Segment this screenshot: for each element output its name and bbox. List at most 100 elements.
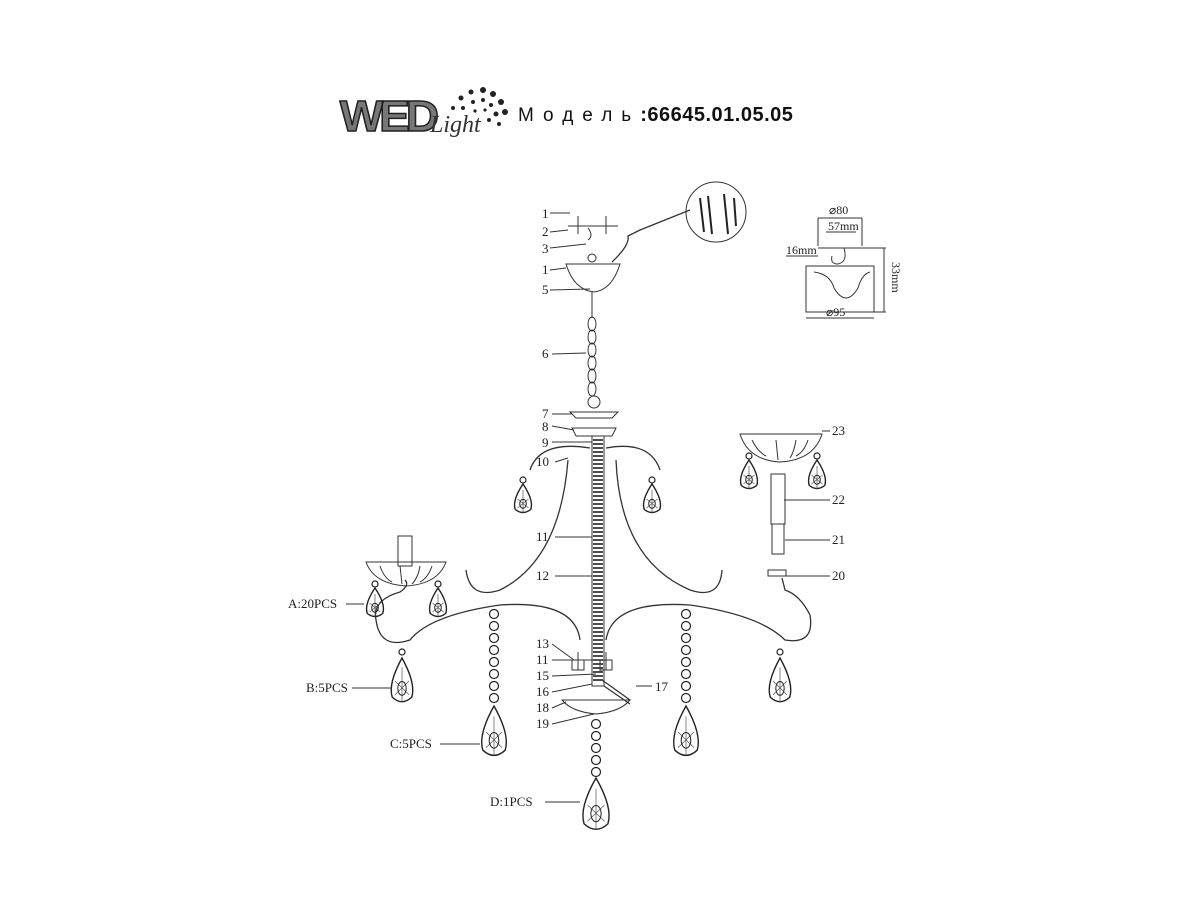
ceiling-mount: [565, 181, 747, 293]
crystal-center: [519, 498, 527, 509]
crystal-bead: [488, 668, 500, 680]
crystal-bead: [488, 632, 500, 644]
part-label-14: 11: [536, 652, 549, 667]
part-label-16: 16: [536, 684, 550, 699]
candle-assembly-right: [739, 430, 830, 577]
crystal-pendant: [673, 704, 699, 757]
crystal-pendant: [428, 586, 448, 618]
crystal-center: [590, 805, 602, 823]
model-number: :66645.01.05.05: [640, 104, 794, 126]
crystal-facets: [432, 594, 444, 617]
crystal-center: [397, 680, 407, 696]
crystal-center: [648, 498, 656, 509]
logo-wed: WED: [339, 91, 440, 142]
crystal-bead: [680, 656, 692, 668]
part-label-12: 12: [536, 568, 549, 583]
part-label-7: 7: [542, 406, 549, 421]
crystal-bead: [398, 648, 406, 656]
chain-link: [587, 355, 597, 371]
crystal-bead: [488, 620, 500, 632]
central-rod: [591, 435, 605, 687]
crystal-bead: [590, 754, 602, 766]
crystal-facets: [517, 490, 529, 513]
crystal-pendant: [642, 482, 662, 514]
crystal-bead: [371, 580, 379, 588]
crystal-label-b: B:5PCS: [306, 680, 348, 695]
crystal-bead: [680, 680, 692, 692]
leader-lines: [346, 212, 652, 803]
part-label-20: 20: [832, 568, 845, 583]
crystal-bead: [519, 476, 527, 484]
crystal-pendant: [582, 776, 610, 830]
dim-bottom-diameter: ⌀95: [826, 305, 845, 319]
crystal-bead: [680, 608, 692, 620]
part-label-10: 10: [536, 454, 549, 469]
part-label-3: 3: [542, 241, 549, 256]
crystal-bead: [813, 452, 821, 460]
crystal-facets: [646, 490, 658, 513]
part-label-18: 18: [536, 700, 549, 715]
rod-body: [591, 435, 605, 687]
part-label-11: 11: [536, 529, 549, 544]
crystal-bead: [590, 730, 602, 742]
logo-light: Light: [430, 112, 481, 138]
crystal-facets: [677, 716, 695, 756]
crystal-pendant: [513, 482, 533, 514]
part-label-2: 2: [542, 224, 549, 239]
chain-link: [587, 342, 597, 358]
crystal-label-a: A:20PCS: [288, 596, 337, 611]
logo-feather-icon: [451, 87, 508, 126]
candle-cup-left: [365, 535, 447, 587]
crystal-center: [775, 680, 785, 696]
crystal-center: [371, 602, 379, 613]
crystal-facets: [811, 466, 823, 489]
crystal-bead: [680, 632, 692, 644]
crystal-center: [434, 602, 442, 613]
crystal-bead: [488, 692, 500, 704]
chain-link: [587, 381, 597, 397]
crystal-bead: [434, 580, 442, 588]
chain-link: [587, 329, 597, 345]
header: WED Light Модель:66645.01.05.05: [338, 86, 838, 146]
crystal-pendant: [739, 458, 759, 490]
crystal-pendant: [365, 586, 385, 618]
dim-hook: 16mm: [786, 243, 817, 257]
part-label-15: 15: [536, 668, 549, 683]
crystal-bead: [590, 718, 602, 730]
crystal-center: [745, 474, 753, 485]
part-label-21: 21: [832, 532, 845, 547]
dim-height: 33mm: [889, 262, 903, 293]
dim-top-diameter: ⌀80: [829, 203, 848, 217]
crystal-bead: [488, 656, 500, 668]
part-label-1: 1: [542, 206, 549, 221]
part-label-4: 1: [542, 262, 549, 277]
crystal-pendant: [390, 656, 414, 703]
crystal-bead: [680, 620, 692, 632]
arms: [374, 445, 812, 715]
crystal-pendant: [768, 656, 792, 703]
crystal-bead: [745, 452, 753, 460]
crystal-bead: [488, 608, 500, 620]
model-title: Модель:66645.01.05.05: [518, 104, 793, 127]
part-label-22: 22: [832, 492, 845, 507]
mount-dimension-detail: ⌀80 57mm 16mm 33mm ⌀95: [786, 203, 903, 319]
crystal-pendant: [807, 458, 827, 490]
chain-link: [587, 368, 597, 384]
crystal-facets: [587, 788, 605, 830]
dim-inner-width: 57mm: [828, 219, 859, 233]
crystal-facets: [772, 667, 788, 702]
crystal-facets: [394, 667, 410, 702]
crystal-bead: [680, 644, 692, 656]
crystal-center: [680, 732, 692, 749]
crystal-pendant: [481, 704, 507, 757]
crystals: [365, 452, 827, 830]
crystal-bead: [776, 648, 784, 656]
part-label-8: 8: [542, 419, 549, 434]
model-label: Модель: [518, 105, 641, 126]
crystal-facets: [485, 716, 503, 756]
crystal-bead: [488, 680, 500, 692]
body-plates: [568, 395, 620, 437]
crystal-label-c: C:5PCS: [390, 736, 432, 751]
part-labels: 1 2 3 1 5 6 7 8 9 10 11 12 13 11 15 16 1…: [288, 206, 845, 809]
